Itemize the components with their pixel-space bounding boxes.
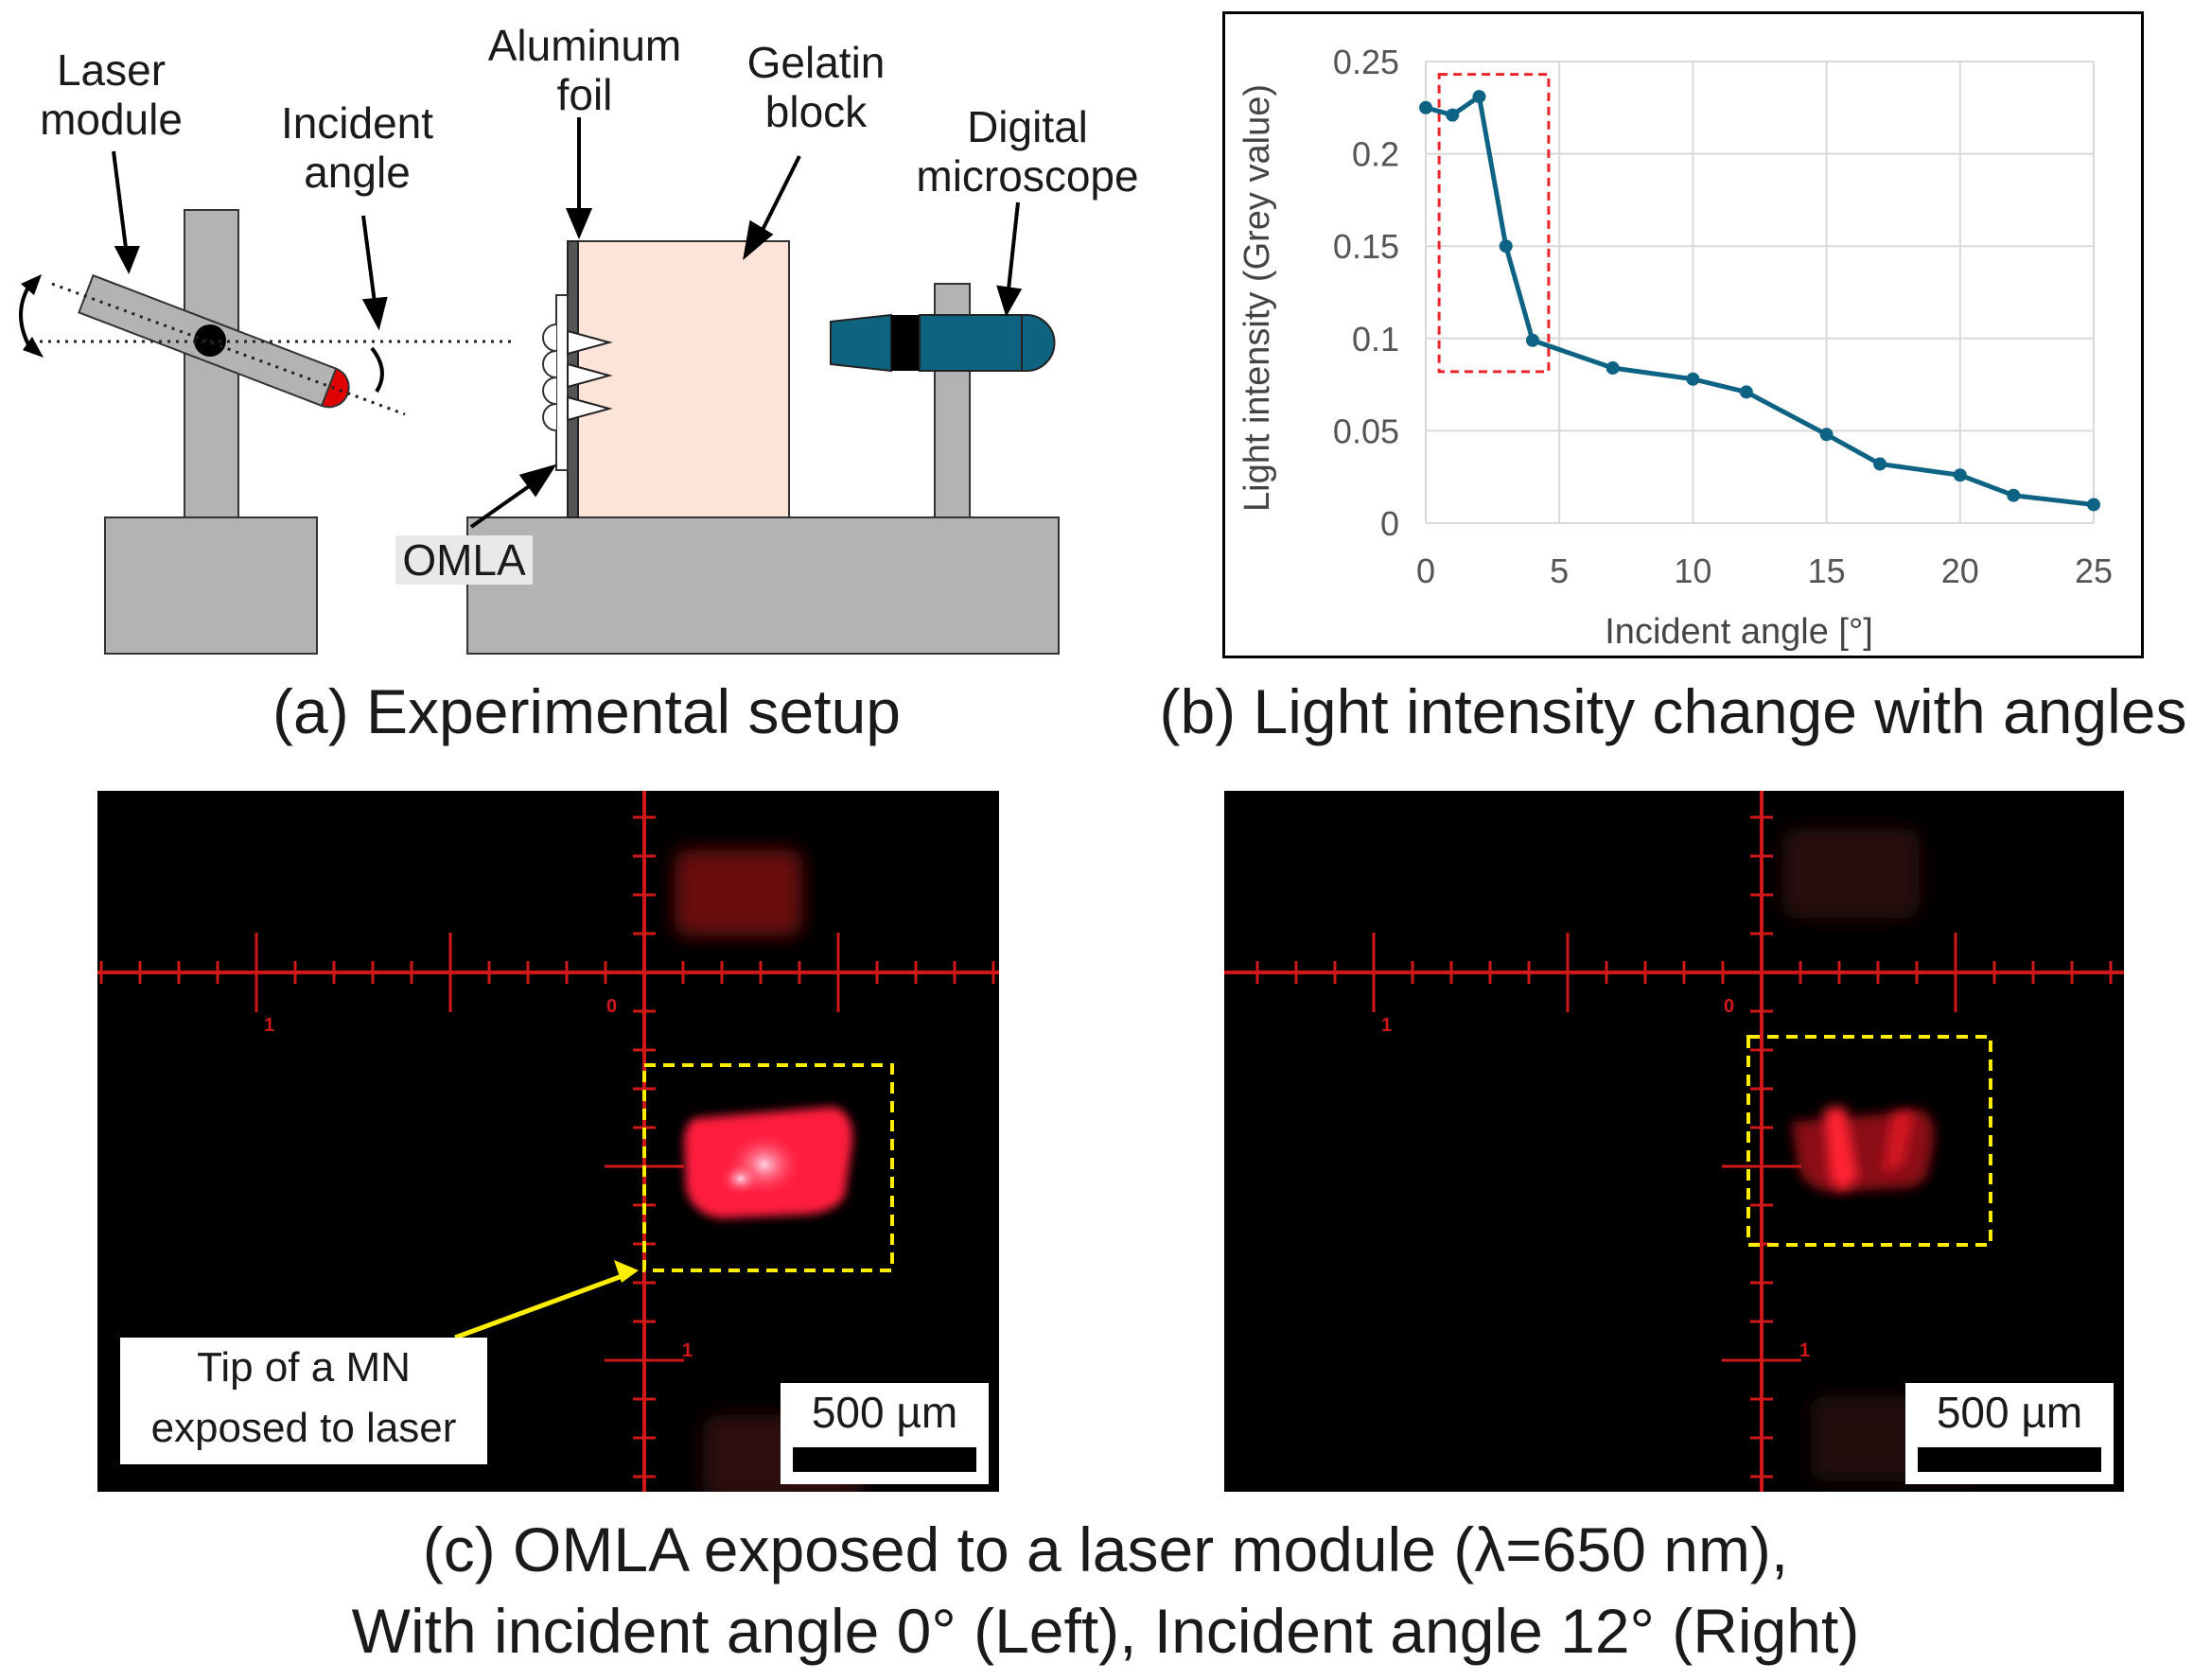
label-gelatin-block: Gelatin block <box>746 38 886 136</box>
microscope-label-arrow <box>1007 201 1020 290</box>
series-line <box>1425 94 2095 507</box>
x-axis-label: Incident angle [°] <box>1605 612 1873 652</box>
callout-note: Tip of a MN exposed to laser <box>120 1338 487 1464</box>
x-tick-label: 20 <box>1941 551 1979 590</box>
label-incident-angle: Incident angle <box>280 98 434 197</box>
scale-bar <box>1918 1447 2101 1472</box>
y-tick-label: 0.1 <box>1352 320 1399 359</box>
callout-arrowhead-icon <box>614 1260 639 1283</box>
x-tick-label: 15 <box>1808 551 1846 590</box>
microlens-array <box>542 324 557 431</box>
caption-c-line-1: (c) OMLA exposed to a laser module (λ=65… <box>422 1514 1789 1584</box>
scale-bar-box: 500 µm <box>781 1383 989 1484</box>
reticle-left: 0 1 1 <box>97 791 999 1492</box>
laser-label-arrow <box>112 150 128 249</box>
rotation-arrow-icon <box>19 282 32 349</box>
intensity-chart: 0 0.05 0.1 0.15 0.2 0.25 0 5 10 15 20 25 Incident a… <box>1237 43 2113 652</box>
laser-stand-base <box>104 516 318 655</box>
microneedle-array <box>567 329 613 422</box>
x-tick-label: 25 <box>2075 551 2113 590</box>
data-point <box>1606 361 1620 376</box>
data-point <box>1472 90 1486 104</box>
main-base <box>466 516 1060 655</box>
data-point <box>1499 239 1513 254</box>
reticle-origin-label: 0 <box>606 996 617 1017</box>
faint-tip-top <box>1782 829 1920 919</box>
caption-c-line-2: With incident angle 0° (Left), Incident … <box>351 1596 1860 1666</box>
data-point <box>1419 100 1432 114</box>
scale-label: 500 µm <box>811 1388 958 1437</box>
chart-grid <box>1425 61 2095 524</box>
scale-label: 500 µm <box>1936 1388 2083 1437</box>
bright-edge <box>1824 1107 1858 1192</box>
reticle-unit-label: 1 <box>1799 1340 1810 1361</box>
data-point <box>1739 385 1753 399</box>
laser-axis-line <box>51 282 406 416</box>
x-tick-label: 0 <box>1416 551 1435 590</box>
micro-image-right: 0 1 1 500 µm <box>1224 791 2124 1492</box>
faint-tip-top <box>675 849 802 936</box>
label-digital-microscope: Digital microscope <box>916 102 1139 201</box>
gelatin-block <box>577 240 790 518</box>
highlight-box <box>642 1063 894 1272</box>
caption-b: (b) Light intensity change with angles <box>1159 676 2187 746</box>
highlight-layer <box>1437 73 1551 374</box>
label-laser-module: Laser module <box>40 45 183 144</box>
angle-arc-icon <box>370 346 384 394</box>
gelatin-label-arrow <box>761 155 801 231</box>
y-axis-label: Light intensity (Grey value) <box>1237 84 1277 512</box>
highlight-box <box>1437 73 1551 374</box>
highlight-box <box>1746 1035 1992 1247</box>
caption-a: (a) Experimental setup <box>272 676 901 746</box>
y-tick-label: 0.15 <box>1333 227 1399 266</box>
reticle-right: 0 1 1 <box>1224 791 2124 1492</box>
reticle-origin-label: 0 <box>1724 996 1734 1017</box>
omla-label-arrow <box>469 482 534 529</box>
data-point <box>1953 468 1967 482</box>
y-tick-label: 0.25 <box>1333 43 1399 81</box>
x-tick-label: 5 <box>1550 551 1569 590</box>
digital-microscope <box>830 313 1056 373</box>
data-point <box>2087 498 2100 512</box>
label-aluminum-foil: Aluminum foil <box>487 21 682 119</box>
setup-diagram <box>19 117 1060 655</box>
scale-bar <box>793 1447 976 1472</box>
data-point <box>1686 372 1700 386</box>
micro-image-left: 0 1 1 Tip of a MN exposed to laser 500 µm <box>97 791 999 1492</box>
omla-plate <box>555 294 569 471</box>
data-point <box>1873 457 1887 471</box>
reticle-unit-label: 1 <box>682 1340 693 1361</box>
x-tick-label: 10 <box>1674 551 1711 590</box>
data-point <box>2007 488 2021 502</box>
data-point <box>1525 333 1539 347</box>
y-tick-label: 0 <box>1380 504 1399 543</box>
chart-frame: 0 0.05 0.1 0.15 0.2 0.25 0 5 10 15 20 25 Incident a… <box>1222 11 2144 658</box>
label-omla: OMLA <box>395 535 533 585</box>
tick-layer: 0 0.05 0.1 0.15 0.2 0.25 0 5 10 15 20 25 <box>1333 43 2113 590</box>
y-tick-label: 0.05 <box>1333 411 1399 450</box>
y-tick-label: 0.2 <box>1352 135 1399 174</box>
reticle-unit-label: 1 <box>264 1015 274 1036</box>
data-point <box>1446 108 1460 122</box>
callout-arrow <box>454 1271 628 1340</box>
scale-bar-box: 500 µm <box>1905 1383 2114 1484</box>
angle-label-arrow <box>361 215 377 304</box>
series-layer <box>1419 90 2100 512</box>
reticle-unit-label: 1 <box>1381 1015 1392 1036</box>
data-point <box>1819 428 1834 442</box>
